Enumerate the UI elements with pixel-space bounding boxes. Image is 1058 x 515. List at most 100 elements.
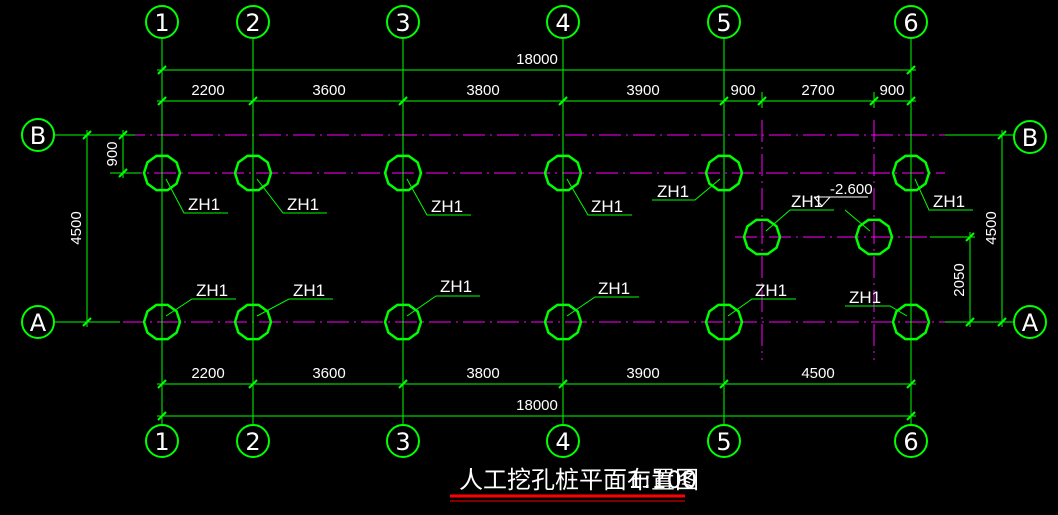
dimension-texts: 18000 2200 3600 3800 3900 900 2700 900 2… (68, 51, 1000, 414)
dim-bottom-span-2: 3600 (312, 365, 345, 382)
dim-top-span-2: 3600 (312, 82, 345, 99)
axis-label-left-a: A (30, 309, 47, 337)
axis-bubble-top-3 (386, 5, 420, 39)
tick-right2050-1 (965, 232, 975, 242)
title-block: 人工挖孔桩平面布置图 1:100 (450, 466, 699, 502)
leader-lower-4 (566, 296, 639, 317)
pile-label-upper-3: ZH1 (431, 197, 463, 216)
leader-upper-2 (256, 178, 327, 214)
pile-label-upper-1: ZH1 (188, 195, 220, 214)
tick-left-2 (82, 317, 92, 327)
dim-bottom-span-3: 3800 (466, 365, 499, 382)
axis-label-top-6: 6 (903, 9, 918, 37)
leader-upper-4 (566, 178, 632, 216)
pile-lower-3 (383, 303, 423, 341)
pile-upper-5 (704, 154, 744, 192)
pile-label-upper-5: ZH1 (657, 182, 689, 201)
axis-bubble-bottom-4 (546, 424, 580, 458)
axis-bubble-right-b (1013, 120, 1047, 154)
axis-bubble-bottom-5 (707, 424, 741, 458)
tick-bspan-3 (398, 379, 408, 389)
dim-bottom-span-4: 3900 (626, 365, 659, 382)
dim-right-total: 4500 (983, 211, 1000, 244)
pile-lower-6 (891, 303, 931, 341)
axis-label-top-5: 5 (716, 9, 731, 37)
pile-lower-5 (704, 303, 744, 341)
leader-upper-6 (914, 178, 973, 211)
piles (142, 154, 931, 341)
tick-span-5b (869, 96, 879, 106)
tick-right-2 (997, 317, 1007, 327)
tick-right-1 (997, 130, 1007, 140)
axis-bubble-bottom-6 (894, 424, 928, 458)
drawing-scale: 1:100 (628, 466, 697, 494)
leader-middle-2 (844, 209, 871, 232)
pile-label-upper-2: ZH1 (287, 195, 319, 214)
leader-lower-5 (727, 298, 796, 317)
dimension-lines (82, 69, 1003, 417)
pile-label-lower-4: ZH1 (598, 279, 630, 298)
tick-left900-1 (118, 130, 128, 140)
pile-upper-4 (543, 154, 583, 192)
tick-span-5a (757, 96, 767, 106)
axis-label-bottom-3: 3 (395, 428, 410, 456)
axis-bubble-top-6 (894, 5, 928, 39)
tick-top-1 (157, 65, 167, 75)
axis-bubble-top-1 (145, 5, 179, 39)
dim-right-2050: 2050 (951, 263, 968, 296)
tick-btotal-1 (157, 411, 167, 421)
leader-lower-2 (256, 298, 333, 317)
dim-top-span-3: 3800 (466, 82, 499, 99)
axis-label-top-4: 4 (555, 9, 570, 37)
dim-left-900: 900 (104, 141, 121, 166)
axis-bubble-left-a (21, 305, 55, 339)
tick-bspan-4 (558, 379, 568, 389)
dimension-ticks (82, 65, 1007, 421)
axis-label-bottom-2: 2 (245, 428, 260, 456)
dim-bottom-total: 18000 (516, 397, 558, 414)
tick-bspan-1 (157, 379, 167, 389)
dim-top-span-7: 900 (879, 82, 904, 99)
axis-bubble-top-2 (236, 5, 270, 39)
axis-bubble-bottom-1 (145, 424, 179, 458)
tick-span-5 (719, 96, 729, 106)
leader-upper-1 (165, 178, 228, 214)
axis-bubble-left-b (21, 118, 55, 152)
axis-label-top-2: 2 (245, 9, 260, 37)
leader-upper-3 (406, 178, 471, 216)
tick-bspan-5 (719, 379, 729, 389)
axis-label-top-3: 3 (395, 9, 410, 37)
dim-top-span-6: 2700 (801, 82, 834, 99)
axis-bubble-top-5 (707, 5, 741, 39)
pile-middle-2 (854, 218, 894, 256)
axis-label-bottom-4: 4 (555, 428, 570, 456)
tick-btotal-6 (906, 411, 916, 421)
tick-right2050-2 (965, 317, 975, 327)
dim-top-span-5: 900 (730, 82, 755, 99)
tick-span-6 (906, 96, 916, 106)
pile-label-lower-5: ZH1 (755, 281, 787, 300)
tick-top-6 (906, 65, 916, 75)
elevation-triangle (813, 196, 831, 207)
leader-lines (165, 178, 973, 317)
pile-lower-2 (233, 303, 273, 341)
dim-bottom-span-1: 2200 (191, 365, 224, 382)
dim-bottom-span-5: 4500 (801, 365, 834, 382)
pile-labels: ZH1 ZH1 ZH1 ZH1 ZH1 ZH1 ZH1 ZH1 ZH1 ZH1 … (188, 182, 965, 307)
pile-label-lower-1: ZH1 (196, 281, 228, 300)
axis-bubble-bottom-3 (386, 424, 420, 458)
leader-lower-6 (845, 305, 908, 317)
tick-span-2 (248, 96, 258, 106)
leader-middle-1 (765, 209, 834, 232)
tick-span-1 (157, 96, 167, 106)
axis-bubble-right-a (1013, 305, 1047, 339)
dim-top-total: 18000 (516, 51, 558, 68)
elevation-marker: -2.600 (813, 181, 873, 207)
axis-label-bottom-1: 1 (154, 428, 169, 456)
tick-bspan-6 (906, 379, 916, 389)
axis-label-bottom-5: 5 (716, 428, 731, 456)
axis-label-right-a: A (1022, 309, 1039, 337)
pile-label-upper-4: ZH1 (591, 197, 623, 216)
axis-label-right-b: B (1022, 124, 1038, 152)
leader-upper-5 (652, 178, 721, 201)
